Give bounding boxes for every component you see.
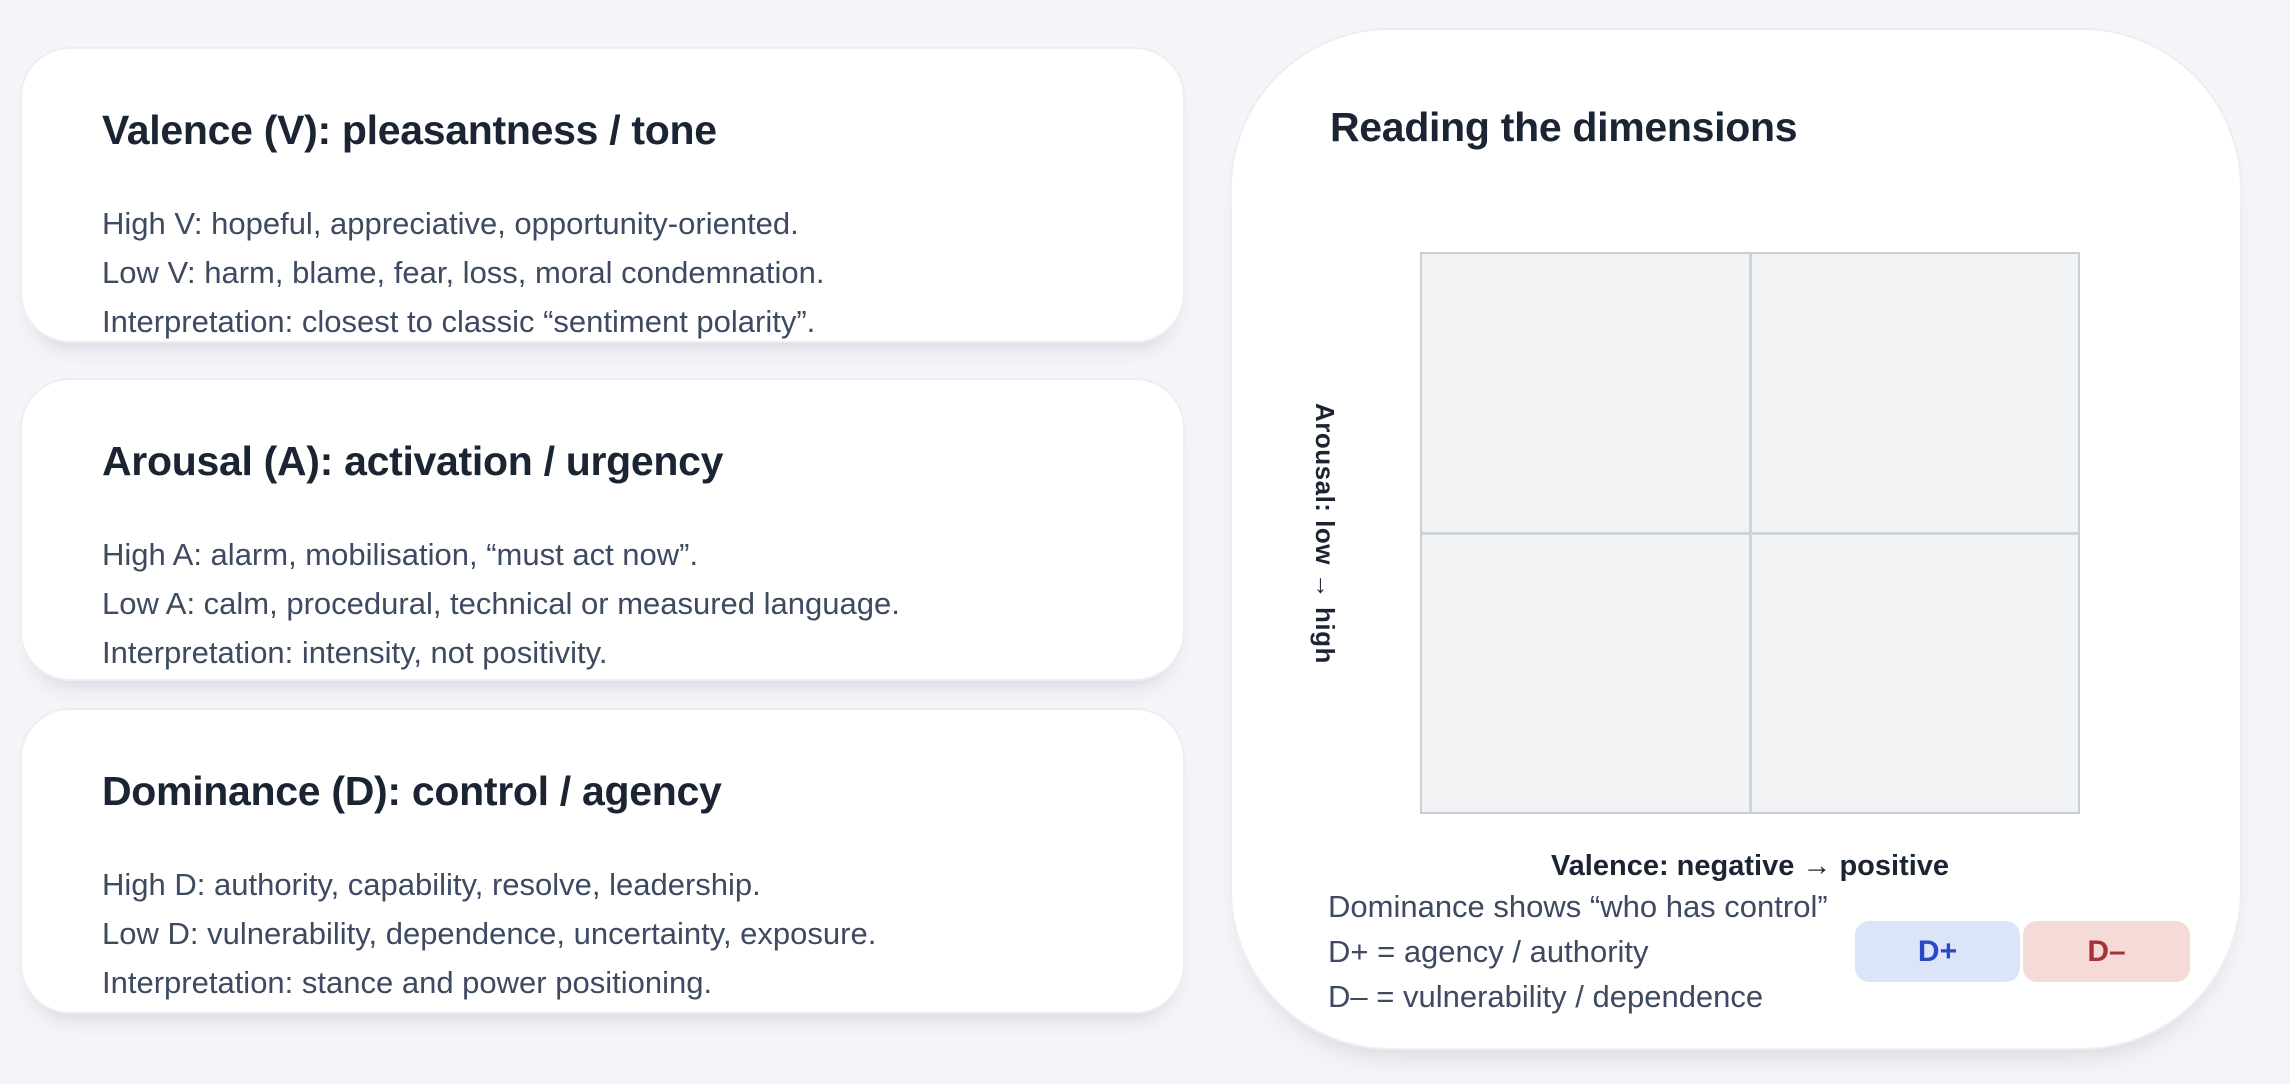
dominance-note-dplus: D+ = agency / authority [1328,934,1649,969]
dominance-interpretation-line: Interpretation: stance and power positio… [102,965,713,1000]
quadrant-cell-bottom-right [1751,534,2078,812]
reading-dimensions-panel: Reading the dimensions Arousal: low → hi… [1230,28,2242,1050]
valence-card: Valence (V): pleasantness / tone High V:… [20,47,1185,343]
arousal-axis-label: Arousal: low → high [1310,402,1340,664]
valence-axis-label: Valence: negative → positive [1550,850,1950,882]
dplus-badge: D+ [1855,921,2020,982]
dominance-high-line: High D: authority, capability, resolve, … [102,867,761,902]
valence-high-line: High V: hopeful, appreciative, opportuni… [102,206,799,241]
quadrant-cell-top-left [1422,254,1749,532]
valence-low-line: Low V: harm, blame, fear, loss, moral co… [102,255,825,290]
valence-interpretation-line: Interpretation: closest to classic “sent… [102,304,816,339]
dominance-notes: Dominance shows “who has control” D+ = a… [1328,884,1828,1019]
dminus-badge: D– [2023,921,2190,982]
arousal-card: Arousal (A): activation / urgency High A… [20,378,1185,681]
arousal-low-line: Low A: calm, procedural, technical or me… [102,586,900,621]
valence-card-body: High V: hopeful, appreciative, opportuni… [102,199,1123,346]
arousal-high-line: High A: alarm, mobilisation, “must act n… [102,537,699,572]
arousal-interpretation-line: Interpretation: intensity, not positivit… [102,635,608,670]
quadrant-cell-bottom-left [1422,534,1749,812]
valence-card-title: Valence (V): pleasantness / tone [102,107,717,153]
dominance-note-dminus: D– = vulnerability / dependence [1328,979,1764,1014]
panel-title: Reading the dimensions [1330,104,1798,150]
quadrant-cell-top-right [1751,254,2078,532]
dominance-low-line: Low D: vulnerability, dependence, uncert… [102,916,877,951]
dominance-card: Dominance (D): control / agency High D: … [20,708,1185,1014]
arousal-card-body: High A: alarm, mobilisation, “must act n… [102,530,1123,677]
dominance-note-control: Dominance shows “who has control” [1328,889,1828,924]
arousal-card-title: Arousal (A): activation / urgency [102,438,724,484]
dominance-card-body: High D: authority, capability, resolve, … [102,860,1123,1007]
dominance-card-title: Dominance (D): control / agency [102,768,722,814]
quadrant-grid [1420,252,2080,814]
